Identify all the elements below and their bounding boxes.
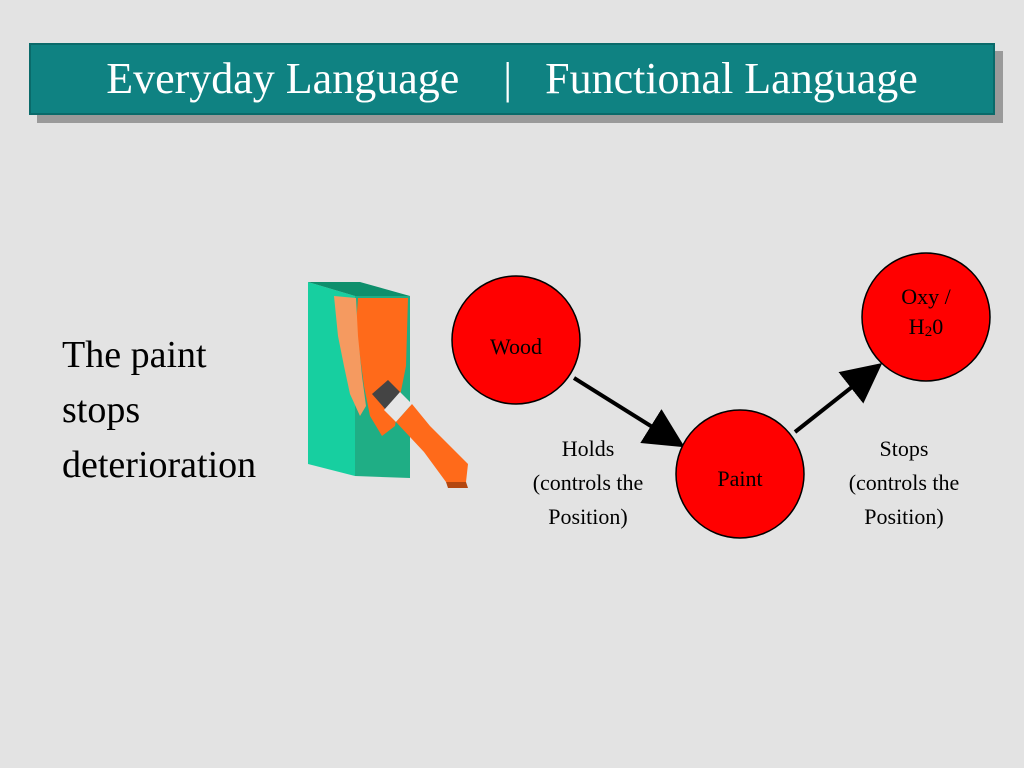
node-oxy: [861, 252, 991, 382]
title-bar: Everyday Language | Functional Language: [29, 43, 995, 115]
everyday-statement: The paint stops deterioration: [62, 328, 256, 493]
caption-line: Position): [548, 504, 628, 529]
caption-line: Holds: [561, 436, 615, 461]
title-left: Everyday Language: [106, 54, 460, 103]
brush-handle: [396, 404, 468, 482]
node-wood: [451, 275, 581, 405]
oxy-label-end: 0: [932, 314, 944, 339]
edge-caption-stops: Stops (controls the Position): [824, 432, 984, 534]
node-paint-label: Paint: [717, 466, 763, 491]
node-wood-label: Wood: [489, 334, 542, 359]
node-paint: [675, 409, 805, 539]
oxy-label-sub: 2: [924, 324, 933, 340]
node-oxy-label: Oxy / H20: [866, 282, 986, 345]
edge-caption-holds: Holds (controls the Position): [508, 432, 668, 534]
oxy-label-main: Oxy /: [901, 284, 951, 309]
caption-line: (controls the: [848, 470, 960, 495]
title-separator: |: [503, 54, 513, 103]
brush-ferrule: [384, 392, 412, 422]
arrow-paint-to-oxy: [793, 363, 883, 434]
paint-area-light: [334, 296, 366, 416]
statement-line: deterioration: [62, 444, 257, 486]
statement-line: The paint: [62, 334, 207, 376]
brush-bristles: [372, 380, 400, 410]
statement-line: stops: [62, 389, 141, 431]
caption-line: (controls the: [532, 470, 644, 495]
wood-top: [308, 282, 410, 296]
arrow-wood-to-paint: [572, 376, 685, 448]
title-right: Functional Language: [545, 54, 918, 103]
paint-brush-on-wood-icon: [308, 282, 468, 488]
caption-line: Stops: [879, 436, 929, 461]
caption-line: Position): [864, 504, 944, 529]
brush-handle-shadow: [446, 482, 468, 488]
oxy-label-h: H: [908, 314, 925, 339]
